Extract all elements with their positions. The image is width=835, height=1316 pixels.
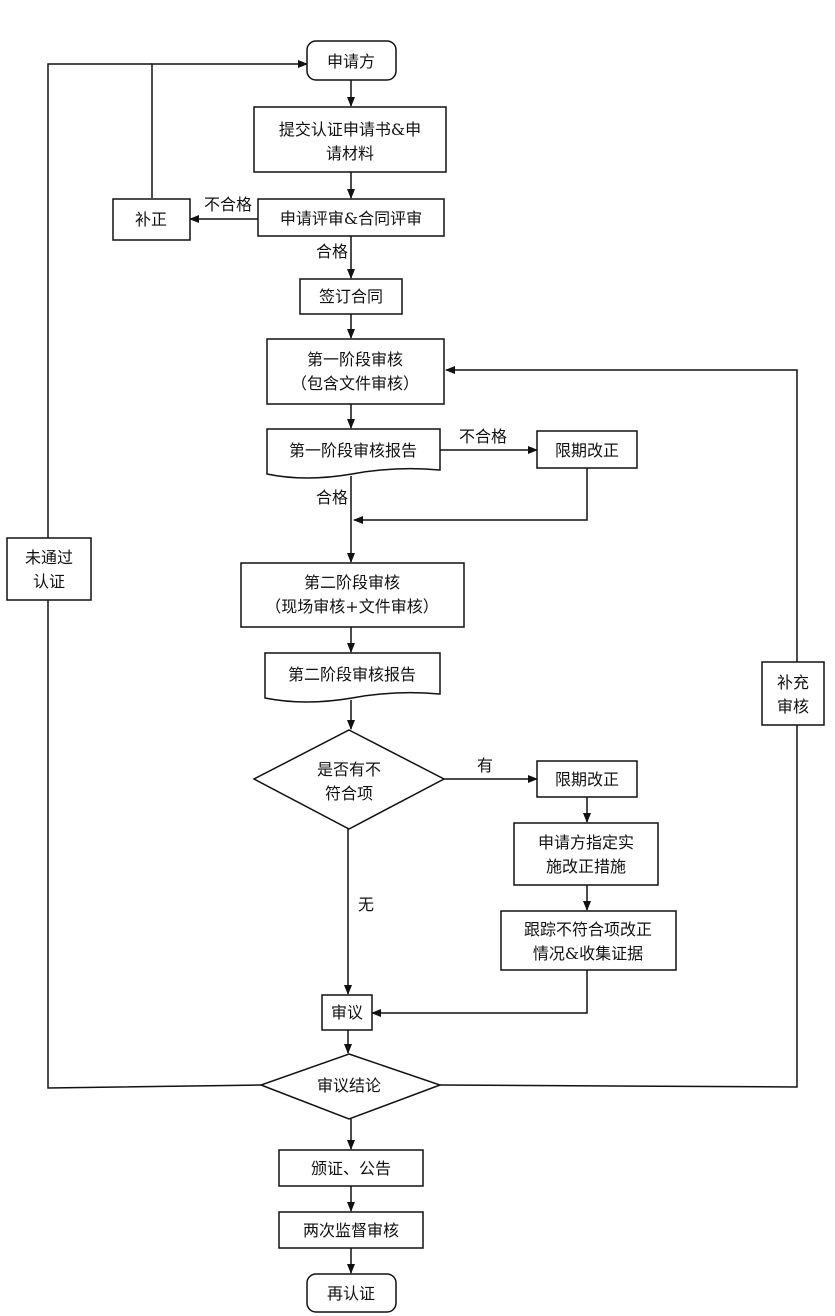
stage2-report-label: 第二阶段审核报告 <box>288 665 416 684</box>
edge-labels: 不合格 合格 不合格 合格 有 无 <box>204 195 507 914</box>
stage1-label-line1: 第一阶段审核 <box>307 350 403 369</box>
edge-label-unqualified-review: 不合格 <box>204 195 252 214</box>
rectify-label-1: 限期改正 <box>555 441 619 460</box>
correction-label: 补正 <box>135 210 167 229</box>
applicant-label: 申请方 <box>327 52 375 71</box>
deliberation-node: 审议 <box>321 994 373 1031</box>
edge-label-no-nonconformity: 无 <box>358 895 374 914</box>
stage2-report-node: 第二阶段审核报告 <box>264 652 441 703</box>
deliberation-label: 审议 <box>331 1003 363 1022</box>
edge-label-qualified-review: 合格 <box>316 242 348 261</box>
submit-label-line2: 请材料 <box>326 144 374 163</box>
edge-label-has-nonconformity: 有 <box>477 756 493 775</box>
review-label: 申请评审&合同评审 <box>280 209 422 228</box>
surveillance-audit-node: 两次监督审核 <box>278 1211 424 1249</box>
supplement-label-line2: 审核 <box>777 697 809 716</box>
conclusion-decision-node: 审议结论 <box>258 1053 443 1120</box>
supplementary-audit-node: 补充 审核 <box>761 661 825 726</box>
decision-label-line2: 符合项 <box>325 784 373 803</box>
arrow-track-to-deliberation <box>371 970 588 1017</box>
review-node: 申请评审&合同评审 <box>257 198 445 237</box>
arrow-conclusion-to-stage1 <box>439 366 798 1088</box>
stage1-report-label: 第一阶段审核报告 <box>289 441 417 460</box>
stage2-audit-node: 第二阶段审核 （现场审核+文件审核） <box>240 562 465 628</box>
track-label-line2: 情况&收集证据 <box>533 944 643 963</box>
measures-label-line1: 申请方指定实 <box>538 833 634 852</box>
submit-label-line1: 提交认证申请书&申 <box>279 120 421 139</box>
nonconformity-decision-node: 是否有不 符合项 <box>252 729 446 830</box>
correction-node: 补正 <box>112 198 191 241</box>
conclusion-label: 审议结论 <box>317 1076 381 1095</box>
issue-label: 颁证、公告 <box>311 1159 391 1178</box>
stage2-label-line1: 第二阶段审核 <box>304 573 400 592</box>
failed-label-line1: 未通过 <box>25 548 73 567</box>
stage2-label-line2: （现场审核+文件审核） <box>265 597 438 616</box>
rectify-node-2: 限期改正 <box>536 760 638 798</box>
sign-contract-node: 签订合同 <box>299 278 403 315</box>
supplement-label-line1: 补充 <box>777 673 809 692</box>
stage1-label-line2: （包含文件审核） <box>291 374 419 393</box>
failed-certification-node: 未通过 认证 <box>6 537 92 601</box>
measures-label-line2: 施改正措施 <box>546 857 626 876</box>
failed-label-line2: 认证 <box>33 572 65 591</box>
recert-label: 再认证 <box>327 1284 375 1303</box>
rectify-node-1: 限期改正 <box>536 430 638 469</box>
rectify-label-2: 限期改正 <box>555 770 619 789</box>
recertification-node: 再认证 <box>306 1273 397 1313</box>
corrective-measures-node: 申请方指定实 施改正措施 <box>513 822 659 886</box>
edge-label-unqualified-stage1: 不合格 <box>459 427 507 446</box>
stage1-audit-node: 第一阶段审核 （包含文件审核） <box>266 338 445 405</box>
decision-label-line1: 是否有不 <box>317 760 381 779</box>
edge-label-qualified-stage1: 合格 <box>316 488 348 507</box>
connectors <box>47 60 798 1274</box>
stage1-report-node: 第一阶段审核报告 <box>266 428 441 479</box>
track-nonconformity-node: 跟踪不符合项改正 情况&收集证据 <box>500 910 677 971</box>
track-label-line1: 跟踪不符合项改正 <box>524 920 652 939</box>
issue-certificate-node: 颁证、公告 <box>278 1149 424 1187</box>
sign-contract-label: 签订合同 <box>319 287 383 306</box>
submit-application-node: 提交认证申请书&申 请材料 <box>253 106 447 173</box>
arrow-rectify-return <box>353 468 588 524</box>
surveillance-label: 两次监督审核 <box>303 1221 399 1240</box>
applicant-node: 申请方 <box>306 40 397 81</box>
